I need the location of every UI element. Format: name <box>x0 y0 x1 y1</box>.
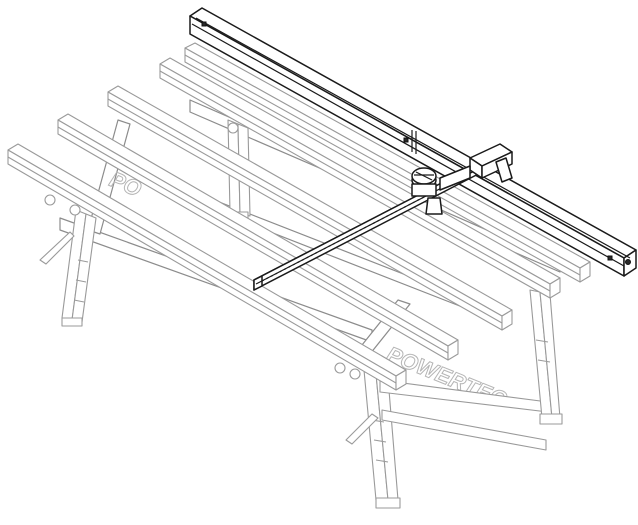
cutting-carriage <box>411 143 513 215</box>
folding-leg-front-left <box>39 209 97 327</box>
support-rail-5 <box>7 143 407 391</box>
guide-rail <box>189 7 637 277</box>
folding-leg-front-right <box>345 369 549 509</box>
support-rails <box>7 42 591 391</box>
measuring-arm-holes <box>261 167 481 282</box>
legs <box>39 119 563 509</box>
leveling-foot-knobs <box>44 122 361 380</box>
support-rail-4 <box>57 113 459 361</box>
support-rail-1 <box>184 42 591 283</box>
support-rail-3 <box>107 85 513 331</box>
support-rail-2 <box>159 57 561 299</box>
